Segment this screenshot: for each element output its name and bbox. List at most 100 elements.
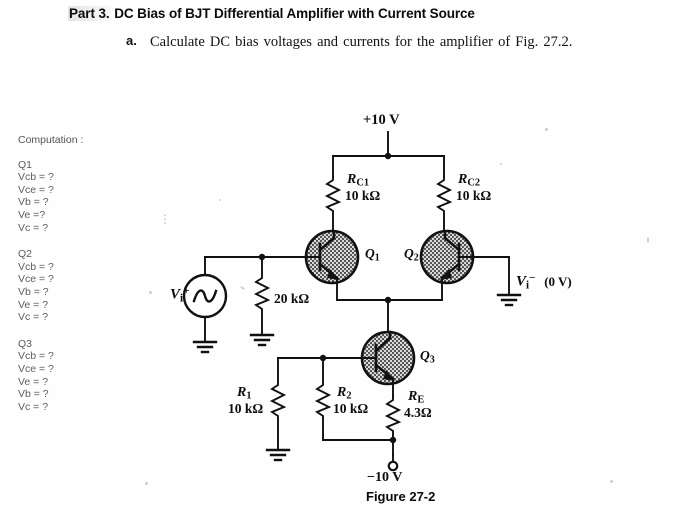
r1-label: R1 <box>237 385 252 402</box>
q3-symbol: Q <box>420 348 430 363</box>
q3-transistor-body <box>360 330 416 386</box>
neg-supply-terminal <box>387 460 399 472</box>
rc2-resistor <box>435 175 453 233</box>
q3-vcb: Vcb = ? <box>18 350 54 363</box>
q3-vce: Vce = ? <box>18 362 54 375</box>
q3-vb: Vb = ? <box>18 388 49 401</box>
q1-vb: Vb = ? <box>18 196 49 209</box>
supply-positive-label: +10 V <box>363 112 400 128</box>
re-value: 4.3Ω <box>404 405 432 420</box>
scan-speck <box>145 482 148 485</box>
q2-emitter-arrow <box>440 269 452 280</box>
rc1-symbol: R <box>347 172 357 187</box>
vin-neg-sign: − <box>529 272 536 284</box>
rc2-value: 10 kΩ <box>456 188 492 203</box>
vin-pos-subscript: i <box>180 292 184 305</box>
vin-neg-value: (0 V) <box>544 273 572 289</box>
rb-20k-resistor <box>253 256 271 336</box>
vin-neg-subscript: i <box>526 279 530 292</box>
q2-vb: Vb = ? <box>18 285 49 298</box>
r2-value: 10 kΩ <box>333 401 369 416</box>
q2-subscript: 2 <box>413 252 419 264</box>
q1-label: Q1 <box>365 246 380 263</box>
q3-collector-lead <box>374 336 392 353</box>
q3-subscript: 3 <box>429 354 435 366</box>
q2-collector-lead <box>443 236 461 252</box>
group-name-q1: Q1 <box>18 158 33 171</box>
r1-resistor <box>269 357 287 451</box>
q1-vce: Vce = ? <box>18 183 54 196</box>
r1-symbol: R <box>237 385 247 400</box>
q3-ve: Ve = ? <box>18 375 49 388</box>
q3-emitter-arrow <box>383 370 395 381</box>
junction-base-input <box>258 253 266 261</box>
vin-negative-label: Vi− (0 V) <box>516 272 572 291</box>
task-letter: a. <box>126 33 137 48</box>
re-subscript: E <box>417 394 425 406</box>
vin-pos-symbol: V <box>170 286 181 303</box>
rb-20k-value: 20 kΩ <box>274 291 310 306</box>
vin-pos-sign: + <box>183 285 190 297</box>
ac-source-sine-icon <box>192 289 218 303</box>
q3-vc: Vc = ? <box>18 400 49 413</box>
junction-supply <box>384 152 392 160</box>
rc1-value: 10 kΩ <box>345 188 381 203</box>
q2-label: Q2 <box>404 246 419 263</box>
rc1-label: RC1 <box>347 172 369 189</box>
q2-transistor-body <box>419 229 475 285</box>
task-text: Calculate DC bias voltages and currents … <box>150 34 573 50</box>
q1-emitter-arrow <box>327 269 339 280</box>
q1-symbol: Q <box>365 246 375 261</box>
computation-group-q2: Q2 Vcb = ? Vce = ? Vb = ? Ve = ? Vc = ? <box>18 248 148 324</box>
q2-emitter-lead <box>440 262 461 280</box>
supply-negative-label: −10 V <box>367 470 403 485</box>
q1-collector-lead <box>318 236 336 252</box>
figure-caption: Figure 27-2 <box>366 489 436 504</box>
scan-speck <box>149 291 152 294</box>
scan-speck <box>610 480 613 483</box>
rc2-symbol: R <box>458 172 468 187</box>
q1-vcb: Vcb = ? <box>18 171 54 184</box>
r2-symbol: R <box>337 385 347 400</box>
q2-symbol: Q <box>404 246 414 261</box>
part-label: Part 3. <box>68 6 111 21</box>
junction-q3-base <box>319 354 327 362</box>
q2-ve: Ve = ? <box>18 298 49 311</box>
q1-emitter-lead <box>318 262 339 280</box>
vin-positive-label: Vi+ <box>170 285 189 304</box>
re-resistor <box>384 395 402 456</box>
rc2-label: RC2 <box>458 172 480 189</box>
rc2-subscript: C2 <box>467 177 481 189</box>
q1-transistor-body <box>304 229 360 285</box>
group-name-q3: Q3 <box>18 337 33 350</box>
re-label: RE <box>408 389 424 406</box>
page-title: Part 3. DC Bias of BJT Differential Ampl… <box>68 6 475 21</box>
computation-panel: Computation : Q1 Vcb = ? Vce = ? Vb = ? … <box>18 134 148 427</box>
r2-subscript: 2 <box>346 390 352 402</box>
part-title-text: DC Bias of BJT Differential Amplifier wi… <box>114 6 475 21</box>
r1-subscript: 1 <box>246 390 252 402</box>
ac-source-body <box>182 273 228 319</box>
q2-vcb: Vcb = ? <box>18 260 54 273</box>
r1-value: 10 kΩ <box>228 401 264 416</box>
r2-label: R2 <box>337 385 352 402</box>
vin-neg-symbol: V <box>516 273 527 290</box>
scan-speck <box>545 128 548 131</box>
q3-emitter-lead <box>374 363 395 381</box>
vertical-ellipsis-mark: ⋮ <box>159 212 171 226</box>
junction-common-emitter <box>384 296 392 304</box>
scan-speck <box>647 237 649 243</box>
q1-subscript: 1 <box>374 252 380 264</box>
scan-speck <box>239 285 246 291</box>
q3-label: Q3 <box>420 348 435 365</box>
junction-neg-supply <box>389 436 397 444</box>
re-symbol: R <box>408 389 418 404</box>
q2-vc: Vc = ? <box>18 311 49 324</box>
q1-ve: Ve =? <box>18 208 46 221</box>
computation-heading: Computation : <box>18 134 84 146</box>
rc1-resistor <box>324 175 342 233</box>
q2-vce: Vce = ? <box>18 273 54 286</box>
r2-resistor <box>314 357 332 441</box>
q1-vc: Vc = ? <box>18 221 49 234</box>
